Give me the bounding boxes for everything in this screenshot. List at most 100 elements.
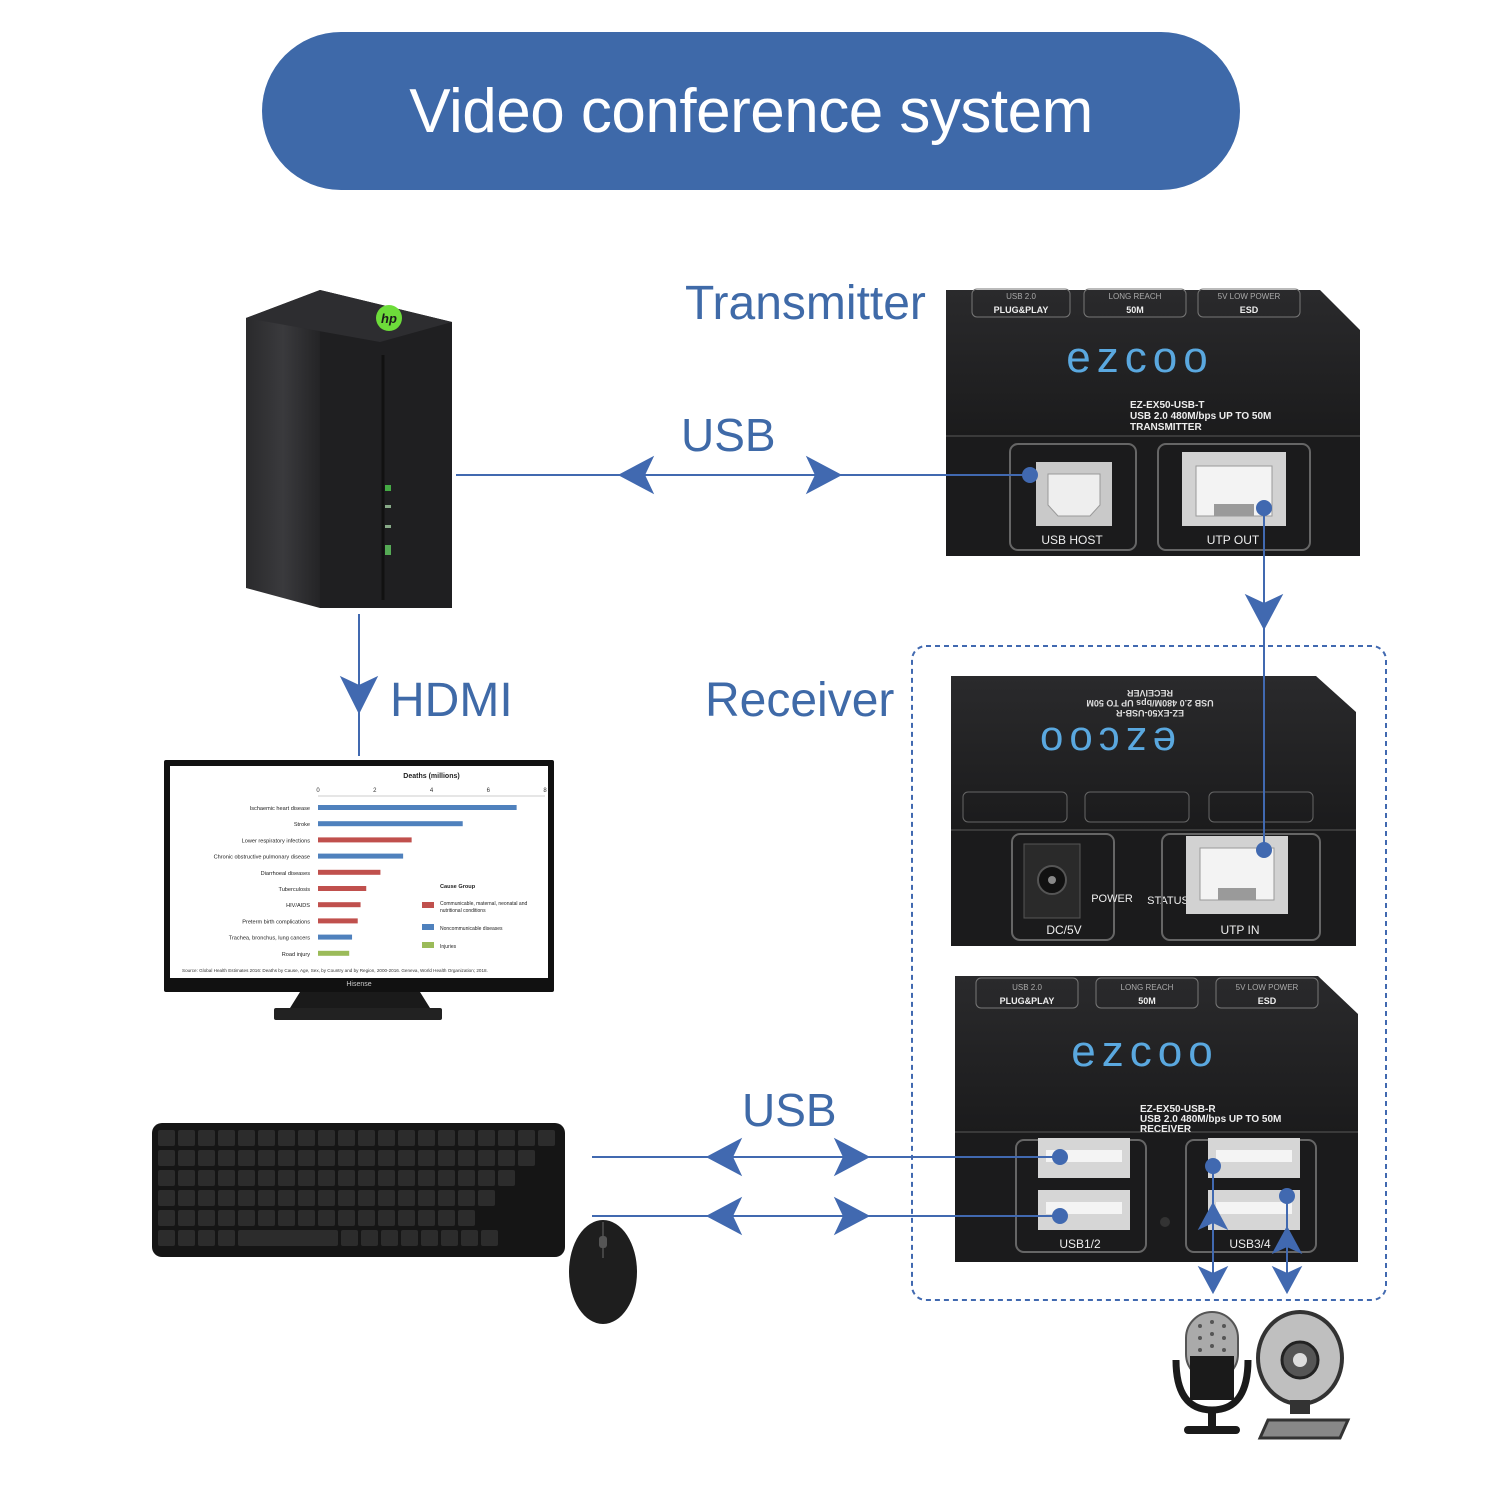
chart-category-label-3: Chronic obstructive pulmonary disease	[214, 855, 310, 861]
keyboard-key	[178, 1230, 195, 1246]
receiver-back-model-line-3: RECEIVER	[1126, 688, 1173, 698]
keyboard-key	[238, 1170, 255, 1186]
chart-tick-label-4: 8	[543, 788, 547, 794]
utp-in-dot	[1256, 842, 1272, 858]
keyboard-key	[198, 1130, 215, 1146]
keyboard-key	[218, 1130, 235, 1146]
keyboard-key	[438, 1170, 455, 1186]
chart-tick-label-3: 6	[487, 788, 491, 794]
keyboard-key	[418, 1170, 435, 1186]
transmitter-model-line-1: EZ-EX50-USB-T	[1130, 400, 1204, 411]
keyboard-key	[478, 1170, 495, 1186]
chart-category-label-1: Stroke	[294, 822, 310, 828]
keyboard-key	[358, 1150, 375, 1166]
diagram-title: Video conference system	[409, 76, 1093, 146]
keyboard-key	[158, 1130, 175, 1146]
receiver-back-model-line-2: USB 2.0 480M/bps UP TO 50M	[1086, 698, 1213, 708]
keyboard-key	[278, 1170, 295, 1186]
keyboard-key	[278, 1190, 295, 1206]
usb-top-label: USB	[681, 409, 776, 461]
keyboard-key	[178, 1170, 195, 1186]
chart-category-label-4: Diarrhoeal diseases	[261, 871, 311, 877]
usb12-port-label: USB1/2	[1059, 1237, 1101, 1251]
svg-text:5V LOW POWER: 5V LOW POWER	[1218, 292, 1281, 301]
keyboard-key	[481, 1230, 498, 1246]
usb-bottom-arrow-left-1	[705, 1137, 743, 1177]
keyboard-key	[178, 1150, 195, 1166]
usb-top-arrow-left	[617, 455, 655, 495]
keyboard-key	[518, 1130, 535, 1146]
utp-in-port-label: UTP IN	[1220, 923, 1259, 937]
keyboard-key	[398, 1170, 415, 1186]
keyboard-key	[158, 1210, 175, 1226]
transmitter-top-label-3: 5V LOW POWER ESD	[1197, 288, 1301, 318]
keyboard-key	[178, 1190, 195, 1206]
hdmi-arrow	[339, 675, 379, 715]
receiver-front-device: USB 2.0 PLUG&PLAY LONG REACH 50M 5V LOW …	[955, 976, 1358, 1262]
keyboard-key	[278, 1130, 295, 1146]
keyboard-key	[218, 1190, 235, 1206]
keyboard-key	[378, 1190, 395, 1206]
keyboard-key	[358, 1170, 375, 1186]
keyboard-key	[421, 1230, 438, 1246]
hdmi-label: HDMI	[390, 674, 513, 727]
svg-text:USB 2.0: USB 2.0	[1006, 292, 1036, 301]
keyboard-key	[418, 1210, 435, 1226]
keyboard-key	[158, 1230, 175, 1246]
svg-text:LONG REACH: LONG REACH	[1121, 983, 1174, 992]
chart-legend-swatch-0	[422, 902, 434, 908]
keyboard-key	[378, 1150, 395, 1166]
keyboard-key	[198, 1170, 215, 1186]
keyboard-key	[381, 1230, 398, 1246]
svg-text:ESD: ESD	[1258, 996, 1277, 1006]
keyboard-key	[318, 1170, 335, 1186]
keyboard-key	[238, 1150, 255, 1166]
pc-tower-icon: hp	[246, 290, 452, 608]
keyboard-key	[298, 1130, 315, 1146]
usb34-port-label: USB3/4	[1229, 1237, 1271, 1251]
receiver-label: Receiver	[705, 674, 895, 727]
keyboard-key	[238, 1210, 255, 1226]
keyboard-key	[438, 1210, 455, 1226]
chart-bar-8	[318, 934, 353, 940]
chart-category-label-2: Lower respiratory infections	[242, 838, 311, 844]
keyboard-key	[438, 1150, 455, 1166]
receiver-back-model-line-1: EZ-EX50-USB-R	[1115, 708, 1184, 718]
keyboard-key	[198, 1230, 215, 1246]
chart-category-label-6: HIV/AIDS	[286, 903, 310, 909]
keyboard-key	[238, 1190, 255, 1206]
transmitter-model-line-2: USB 2.0 480M/bps UP TO 50M	[1130, 411, 1271, 422]
monitor-brand: Hisense	[346, 981, 371, 988]
keyboard-key	[401, 1230, 418, 1246]
keyboard-key	[218, 1210, 235, 1226]
chart-tick-label-0: 0	[316, 788, 320, 794]
keyboard-key	[438, 1130, 455, 1146]
chart-bar-5	[318, 886, 367, 891]
chart-legend-label-1: Noncommunicable diseases	[440, 926, 503, 932]
chart-bar-2	[318, 837, 412, 843]
keyboard-key	[378, 1210, 395, 1226]
keyboard-key	[258, 1210, 275, 1226]
chart-category-label-9: Road injury	[282, 952, 310, 958]
keyboard-key	[298, 1150, 315, 1166]
keyboard-key	[198, 1190, 215, 1206]
chart-tick-label-2: 4	[430, 788, 434, 794]
receiver-brand-logo: ezcoo	[1071, 1027, 1218, 1076]
svg-text:5V LOW POWER: 5V LOW POWER	[1236, 983, 1299, 992]
keyboard-key	[278, 1210, 295, 1226]
chart-category-label-5: Tuberculosis	[278, 887, 310, 893]
keyboard-key	[458, 1210, 475, 1226]
keyboard-key	[418, 1150, 435, 1166]
keyboard-key	[158, 1150, 175, 1166]
keyboard-key	[518, 1150, 535, 1166]
chart-legend-label-0: Communicable, maternal, neonatal and	[440, 901, 527, 907]
keyboard-key	[418, 1190, 435, 1206]
svg-text:PLUG&PLAY: PLUG&PLAY	[994, 305, 1049, 315]
utp-arrow	[1244, 593, 1284, 631]
keyboard-key	[338, 1170, 355, 1186]
keyboard-key	[198, 1210, 215, 1226]
keyboard-key	[318, 1130, 335, 1146]
keyboard-key	[298, 1210, 315, 1226]
